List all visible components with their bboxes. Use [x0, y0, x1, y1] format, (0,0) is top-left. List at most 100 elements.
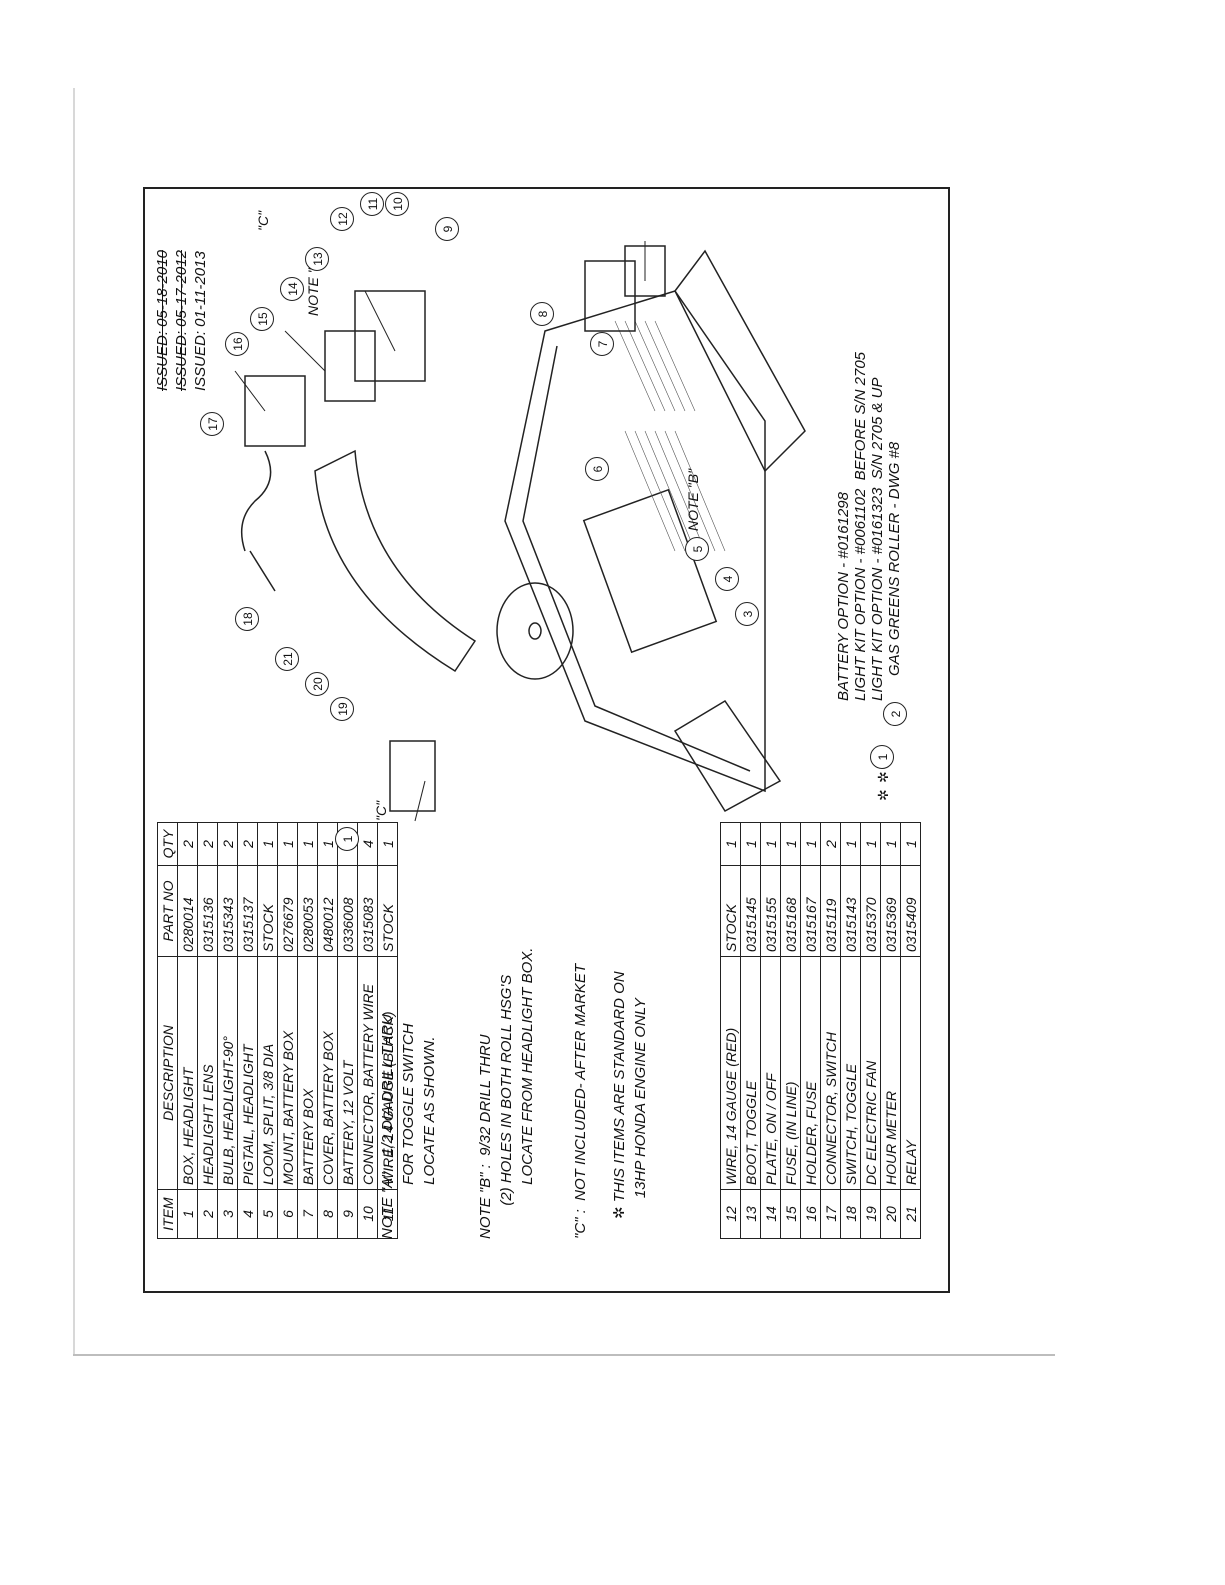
header-part-no: PART NO: [157, 865, 178, 957]
callout-19: 19: [330, 697, 354, 721]
cell-part-no: 0315343: [217, 865, 238, 957]
cell-item: 14: [760, 1189, 781, 1239]
cell-item: 21: [900, 1189, 921, 1239]
cell-part-no: 0480012: [317, 865, 338, 957]
callout-1a: 1: [335, 827, 359, 851]
callout-7: 7: [590, 332, 614, 356]
cell-part-no: 0315136: [197, 865, 218, 957]
cell-part-no: 0315167: [800, 865, 821, 957]
cell-item: 1: [177, 1189, 198, 1239]
steering-wheel: [496, 582, 574, 680]
wire-harness: [240, 450, 272, 552]
cell-part-no: STOCK: [720, 865, 741, 957]
callout-11: 11: [360, 192, 384, 216]
note-c: "C" : NOT INCLUDED- AFTER MARKET: [572, 963, 589, 1239]
cell-description: PIGTAIL, HEADLIGHT: [237, 956, 258, 1190]
kit-options: BATTERY OPTION - #0161298 LIGHT KIT OPTI…: [835, 351, 903, 701]
cell-part-no: 0280014: [177, 865, 198, 957]
cell-part-no: 0315155: [760, 865, 781, 957]
battery-9: [244, 375, 306, 447]
cell-item: 8: [317, 1189, 338, 1239]
cell-part-no: 0315143: [840, 865, 861, 957]
cell-item: 15: [780, 1189, 801, 1239]
note-star: ✲ THIS ITEMS ARE STANDARD ON 13HP HONDA …: [609, 971, 651, 1219]
callout-3: 3: [735, 602, 759, 626]
callout-9: 9: [435, 217, 459, 241]
cell-part-no: 0315409: [900, 865, 921, 957]
cell-description: LOOM, SPLIT, 3/8 DIA: [257, 956, 278, 1190]
cell-description: COVER, BATTERY BOX: [317, 956, 338, 1190]
cell-part-no: STOCK: [377, 865, 398, 957]
issued-date-2: ISSUED: 05-17-2012: [173, 250, 190, 391]
cell-qty: 1: [880, 822, 901, 866]
handle-arch: [314, 449, 477, 673]
cell-item: 20: [880, 1189, 901, 1239]
label-c: "C": [255, 210, 271, 231]
header-item: ITEM: [157, 1189, 178, 1239]
cell-item: 7: [297, 1189, 318, 1239]
cell-description: RELAY: [900, 956, 921, 1190]
cell-description: HOUR METER: [880, 956, 901, 1190]
cell-description: FUSE, (IN LINE): [780, 956, 801, 1190]
cell-item: 17: [820, 1189, 841, 1239]
cell-part-no: 0315145: [740, 865, 761, 957]
callout-10: 10: [385, 192, 409, 216]
rear-drum: [673, 699, 782, 812]
star-icon: ✲: [611, 1206, 628, 1219]
cell-description: BATTERY, 12 VOLT: [337, 956, 358, 1190]
header-qty: QTY: [157, 822, 178, 866]
exploded-view-diagram: [234, 241, 806, 822]
cell-description: CONNECTOR, BATTERY WIRE: [357, 956, 378, 1190]
cell-description: BOX, HEADLIGHT: [177, 956, 198, 1190]
cell-description: DC ELECTRIC FAN: [860, 956, 881, 1190]
battery-box-7: [354, 290, 426, 382]
callout-15: 15: [250, 307, 274, 331]
scan-edge-bottom: [73, 1354, 1055, 1356]
label-note-b: NOTE "B": [685, 468, 701, 531]
cell-description: BATTERY BOX: [297, 956, 318, 1190]
cell-description: BOOT, TOGGLE: [740, 956, 761, 1190]
cell-item: 3: [217, 1189, 238, 1239]
headlight-box-1: [389, 740, 436, 812]
cell-part-no: 0315168: [780, 865, 801, 957]
battery-cover-8: [324, 330, 376, 402]
cell-item: 16: [800, 1189, 821, 1239]
cell-part-no: 0280053: [297, 865, 318, 957]
cell-part-no: 0276679: [277, 865, 298, 957]
cell-description: BULB, HEADLIGHT-90°: [217, 956, 238, 1190]
cell-item: 5: [257, 1189, 278, 1239]
callout-16: 16: [225, 332, 249, 356]
cell-item: 2: [197, 1189, 218, 1239]
roller-body-outline: [504, 290, 766, 793]
cell-part-no: 0315137: [237, 865, 258, 957]
cell-part-no: STOCK: [257, 865, 278, 957]
note-a: NOTE "A" : 1/2 DIA DRILL THRU FOR TOGGLE…: [379, 1014, 438, 1239]
cell-qty: 1: [900, 822, 921, 866]
cell-qty: 1: [860, 822, 881, 866]
callout-5: 5: [685, 537, 709, 561]
cell-item: 19: [860, 1189, 881, 1239]
front-drum: [674, 249, 806, 473]
star-icon-20: ✲: [875, 771, 891, 783]
cell-description: CONNECTOR, SWITCH: [820, 956, 841, 1190]
cell-qty: 2: [177, 822, 198, 866]
